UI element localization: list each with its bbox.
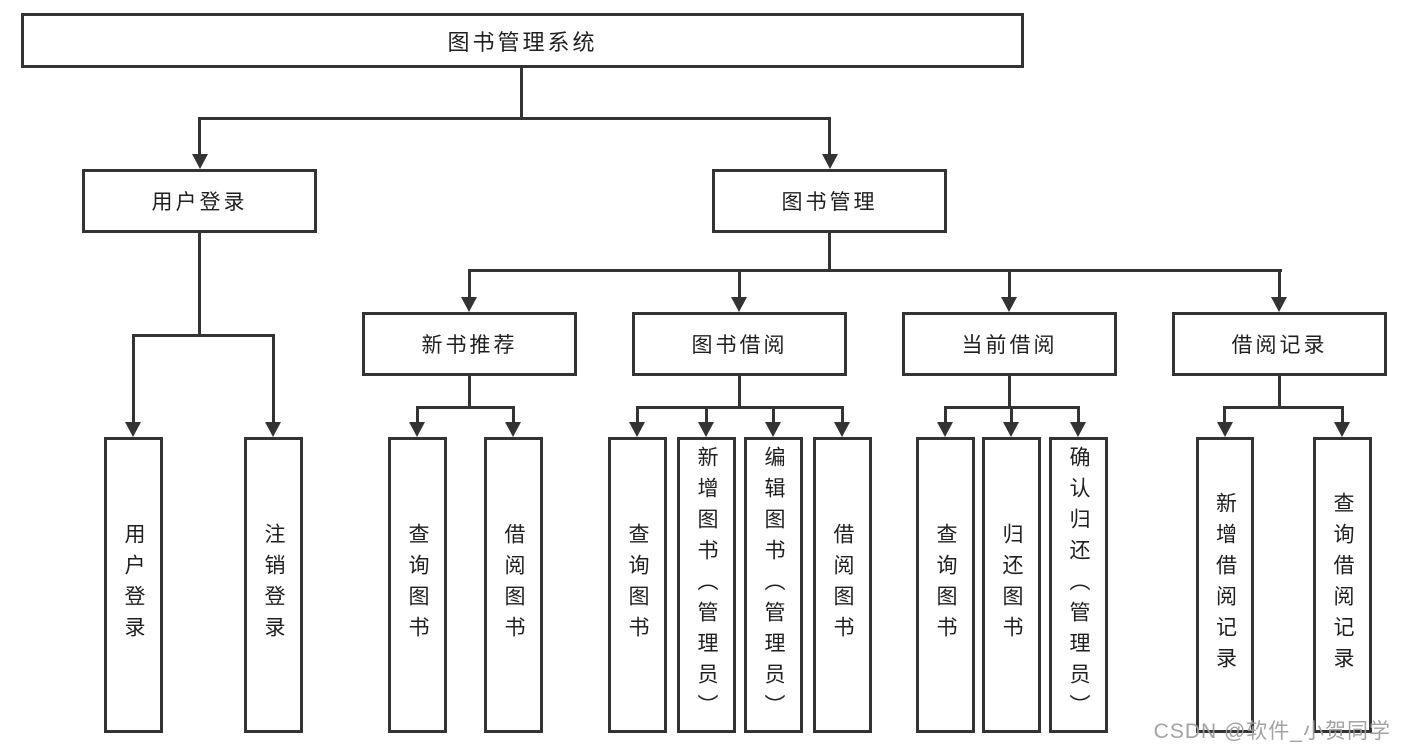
connector-vline (1008, 269, 1011, 300)
connector-vline (828, 233, 831, 272)
connector-vline (1223, 406, 1226, 424)
connector-vline (1077, 406, 1080, 424)
connector-vline (1278, 269, 1281, 300)
leaf-query-book-current: 查询图书 (916, 437, 975, 733)
connector-vline (738, 269, 741, 300)
connector-vline (944, 406, 947, 424)
leaf-borrow-book-recommend: 借阅图书 (484, 437, 543, 733)
arrowhead-down-icon (765, 422, 781, 437)
connector-vline (1008, 376, 1011, 408)
node-book-management: 图书管理 (712, 169, 947, 233)
leaf-add-book-admin: 新增图书（管理员） (677, 437, 736, 733)
arrowhead-down-icon (409, 422, 425, 437)
connector-hline (468, 269, 1282, 272)
leaf-borrow-book: 借阅图书 (813, 437, 872, 733)
arrowhead-down-icon (1070, 422, 1086, 437)
leaf-query-borrow-record: 查询借阅记录 (1313, 437, 1372, 733)
leaf-label: 新增图书（管理员） (695, 445, 718, 725)
arrowhead-down-icon (1003, 422, 1019, 437)
arrowhead-down-icon (1001, 297, 1017, 312)
connector-vline (705, 406, 708, 424)
leaf-query-book-borrow: 查询图书 (608, 437, 667, 733)
leaf-logout: 注销登录 (244, 437, 303, 733)
leaf-label: 查询借阅记录 (1331, 492, 1354, 678)
leaf-label: 用户登录 (122, 523, 145, 647)
connector-vline (512, 406, 515, 424)
connector-vline (132, 334, 135, 422)
leaf-user-login: 用户登录 (104, 437, 163, 733)
leaf-add-borrow-record: 新增借阅记录 (1196, 437, 1254, 733)
leaf-label: 注销登录 (262, 523, 285, 647)
leaf-label: 查询图书 (934, 523, 957, 647)
connector-vline (468, 269, 471, 300)
connector-hline (636, 406, 844, 409)
arrowhead-down-icon (731, 297, 747, 312)
connector-vline (1278, 376, 1281, 408)
leaf-label: 查询图书 (406, 523, 429, 647)
connector-vline (1010, 406, 1013, 424)
connector-vline (272, 334, 275, 422)
node-new-book-recommend: 新书推荐 (362, 312, 577, 376)
connector-vline (738, 376, 741, 408)
arrowhead-down-icon (1334, 422, 1350, 437)
leaf-label: 查询图书 (626, 523, 649, 647)
connector-vline (636, 406, 639, 424)
arrowhead-down-icon (822, 154, 838, 169)
arrowhead-down-icon (125, 422, 141, 437)
arrowhead-down-icon (1271, 297, 1287, 312)
arrowhead-down-icon (834, 422, 850, 437)
leaf-label: 借阅图书 (502, 523, 525, 647)
node-library-system: 图书管理系统 (21, 13, 1024, 68)
node-book-borrow: 图书借阅 (632, 312, 847, 376)
arrowhead-down-icon (192, 154, 208, 169)
leaf-confirm-return-admin: 确认归还（管理员） (1049, 437, 1108, 733)
leaf-return-book: 归还图书 (982, 437, 1041, 733)
leaf-label: 新增借阅记录 (1213, 492, 1237, 678)
connector-hline (132, 334, 275, 337)
leaf-query-book-recommend: 查询图书 (388, 437, 447, 733)
connector-vline (841, 406, 844, 424)
connector-vline (198, 117, 201, 155)
leaf-label: 编辑图书（管理员） (762, 445, 785, 725)
connector-hline (416, 406, 515, 409)
leaf-label: 借阅图书 (831, 523, 854, 647)
leaf-label: 确认归还（管理员） (1067, 445, 1090, 725)
connector-hline (198, 117, 831, 120)
leaf-edit-book-admin: 编辑图书（管理员） (744, 437, 803, 733)
connector-vline (772, 406, 775, 424)
arrowhead-down-icon (1217, 422, 1233, 437)
csdn-watermark: CSDN @软件_小贺同学 (1153, 720, 1391, 743)
arrowhead-down-icon (505, 422, 521, 437)
connector-vline (828, 117, 831, 155)
arrowhead-down-icon (265, 422, 281, 437)
arrowhead-down-icon (629, 422, 645, 437)
connector-vline (468, 376, 471, 408)
arrowhead-down-icon (698, 422, 714, 437)
node-borrow-records: 借阅记录 (1172, 312, 1387, 376)
connector-vline (416, 406, 419, 424)
node-user-login: 用户登录 (82, 169, 317, 233)
node-current-borrow: 当前借阅 (902, 312, 1117, 376)
connector-hline (1223, 406, 1344, 409)
arrowhead-down-icon (461, 297, 477, 312)
leaf-label: 归还图书 (1000, 523, 1023, 647)
connector-vline (520, 66, 523, 119)
connector-vline (1341, 406, 1344, 424)
arrowhead-down-icon (937, 422, 953, 437)
connector-vline (198, 233, 201, 336)
